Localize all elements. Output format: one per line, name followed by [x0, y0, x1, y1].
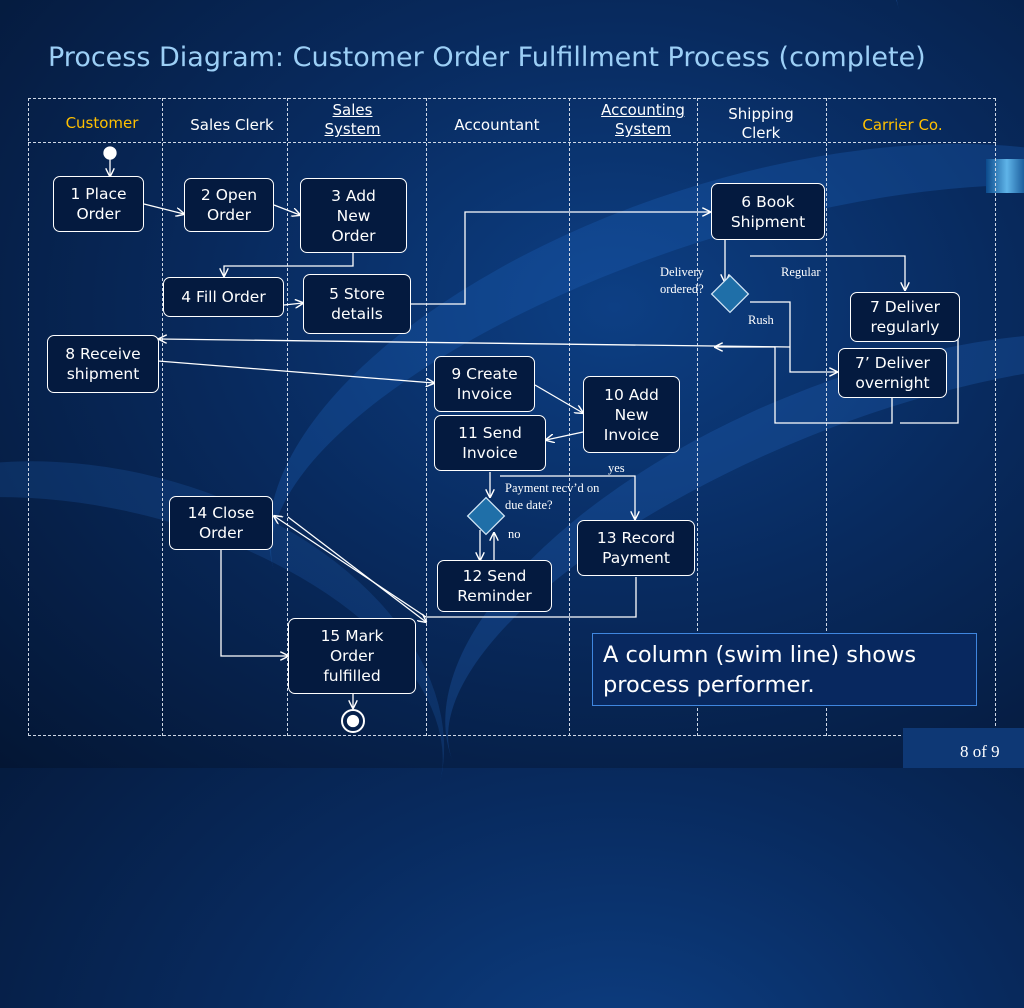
step-2-open-order: 2 Open Order: [184, 178, 274, 232]
decision-payment-question: Payment recv’d on due date?: [505, 481, 600, 512]
step-1-place-order: 1 Place Order: [53, 176, 144, 232]
lane-divider: [426, 98, 427, 736]
flow-4-to-5: [283, 303, 303, 305]
step-10-add-new-invoice: 10 Add New Invoice: [583, 376, 680, 453]
decision-payment: [466, 496, 506, 536]
flow-9-to-10: [534, 384, 583, 413]
page-number-panel: [903, 728, 1024, 768]
lane-header-accountant: Accountant: [454, 116, 540, 134]
flow-8-to-9: [157, 360, 434, 383]
decorative-tab: [986, 159, 1024, 193]
page-number: 8 of 9: [960, 742, 1000, 761]
step-12-send-reminder: 12 Send Reminder: [437, 560, 552, 612]
lane-header-divider: [28, 142, 996, 143]
flow-to-15: [287, 516, 426, 622]
flow-3-to-4: [224, 253, 354, 276]
lane-header-customer: Customer: [65, 114, 139, 132]
decision-payment-no: no: [508, 527, 521, 541]
lane-divider: [697, 98, 698, 736]
step-13-record-payment: 13 Record Payment: [577, 520, 695, 576]
decision-delivery-rush: Rush: [748, 313, 774, 327]
step-6-book-shipment: 6 Book Shipment: [711, 183, 825, 240]
flow-10-to-11: [546, 431, 584, 440]
flow-13-to-14: [274, 516, 637, 618]
step-9-create-invoice: 9 Create Invoice: [434, 356, 535, 412]
page-title: Process Diagram: Customer Order Fulfillm…: [48, 42, 926, 73]
flow-rush: [750, 301, 837, 372]
step-11-send-invoice: 11 Send Invoice: [434, 415, 546, 471]
step-14-close-order: 14 Close Order: [169, 496, 273, 550]
end-node-inner: [346, 714, 360, 728]
flow-regular: [750, 255, 905, 290]
lane-divider: [287, 98, 288, 736]
lane-header-sales-clerk: Sales Clerk: [190, 116, 274, 134]
step-4-fill-order: 4 Fill Order: [163, 277, 284, 317]
swimlane-frame: [28, 98, 996, 736]
diagram-connectors: [103, 146, 959, 733]
decision-delivery: [710, 274, 750, 314]
step-3-add-new-order: 3 Add New Order: [300, 178, 407, 253]
lane-header-shipping-clerk: Shipping Clerk: [728, 105, 794, 142]
step-7-deliver-regularly: 7 Deliver regularly: [850, 292, 960, 342]
lane-header-accounting-system: Accounting System: [601, 101, 685, 138]
lane-divider: [569, 98, 570, 736]
flow-1-to-2: [143, 203, 184, 214]
lane-header-sales-system: Sales System: [324, 101, 381, 138]
lane-divider: [826, 98, 827, 736]
lane-header-carrier: Carrier Co.: [862, 116, 943, 134]
decision-delivery-question: Delivery ordered?: [660, 265, 704, 296]
step-5-store-details: 5 Store details: [303, 274, 411, 334]
step-8-receive-shipment: 8 Receive shipment: [47, 335, 159, 393]
step-7b-deliver-overnight: 7’ Deliver overnight: [838, 348, 947, 398]
flow-yes: [500, 475, 635, 519]
end-node-outer: [341, 709, 365, 733]
flow-to-8: [159, 339, 791, 348]
callout-note: A column (swim line) shows process perfo…: [592, 633, 977, 706]
flow-2-to-3: [273, 204, 300, 215]
decision-delivery-regular: Regular: [781, 265, 821, 279]
flow-5-to-6: [411, 212, 710, 305]
lane-divider: [162, 98, 163, 736]
flow-14-to-15: [220, 550, 288, 656]
step-15-mark-order-fulfilled: 15 Mark Order fulfilled: [288, 618, 416, 694]
decision-payment-yes: yes: [608, 461, 625, 475]
start-node: [103, 146, 117, 160]
flow-7-return: [900, 325, 959, 424]
